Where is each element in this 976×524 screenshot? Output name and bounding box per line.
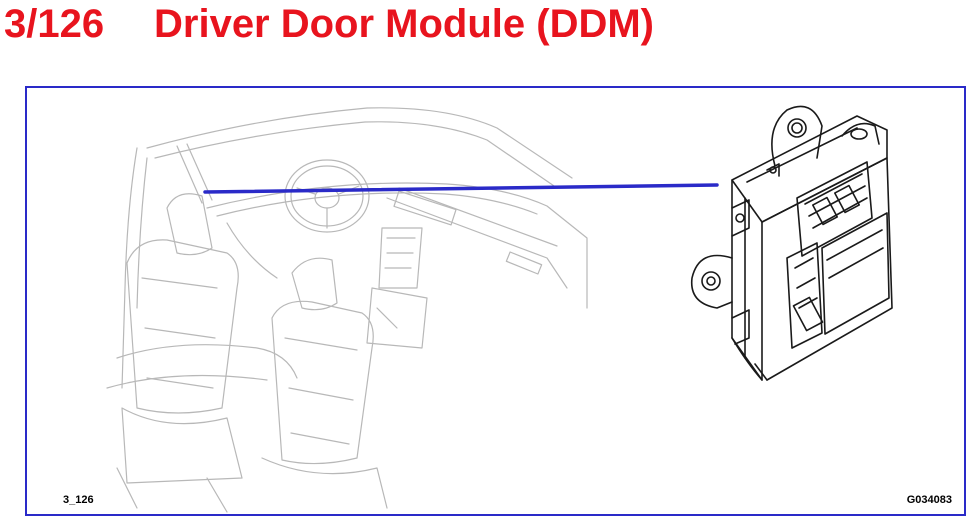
door-module-illustration xyxy=(690,105,893,381)
leader-line xyxy=(203,183,719,194)
car-interior-illustration xyxy=(106,107,588,513)
graphic-id: G034083 xyxy=(906,494,952,506)
section-number: 3/126 xyxy=(4,2,105,46)
diagram-frame: 3_126 G034083 xyxy=(25,86,966,516)
page-title: 3/126 Driver Door Module (DDM) xyxy=(4,0,654,48)
section-title: Driver Door Module (DDM) xyxy=(154,2,654,46)
diagram-canvas xyxy=(106,105,893,513)
figure-reference: 3_126 xyxy=(63,494,94,506)
